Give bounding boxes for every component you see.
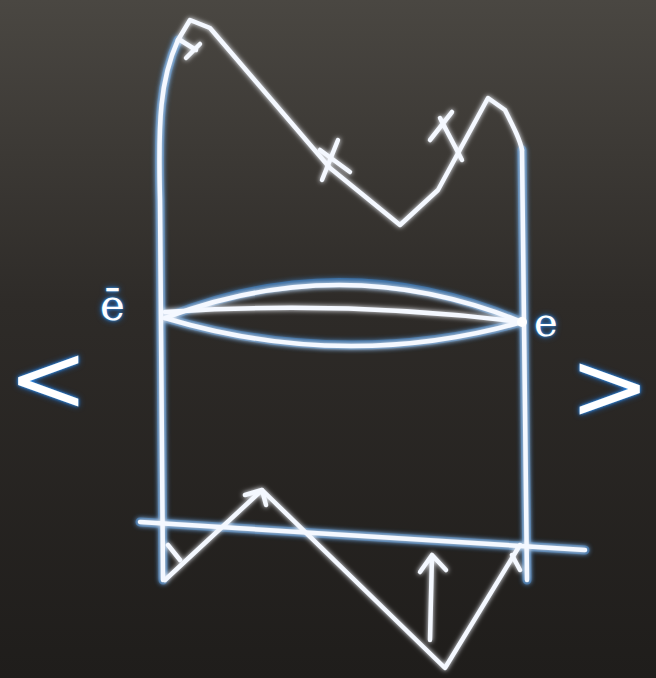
particle-label: ē — [100, 285, 125, 327]
bracket-symbol: < — [8, 330, 88, 426]
chalk-lines — [140, 20, 585, 668]
bracket-symbol: > — [570, 338, 650, 434]
particle-label: e — [534, 302, 558, 342]
